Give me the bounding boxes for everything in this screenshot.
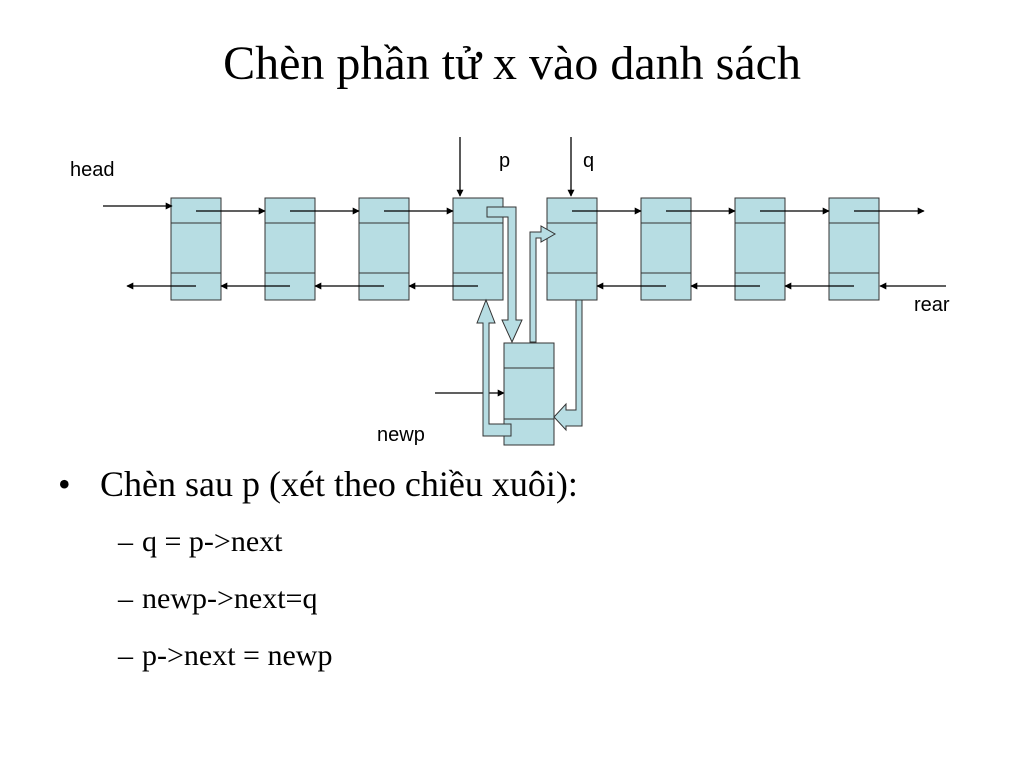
step-marker: – [118, 639, 133, 672]
list-node [640, 197, 692, 301]
new-node [503, 342, 555, 446]
p-label: p [499, 150, 510, 172]
head-label: head [70, 159, 115, 181]
linked-list-diagram: head rear p q newp [70, 137, 950, 446]
q-label: q [583, 150, 594, 172]
step-item: – q = p->next [58, 522, 578, 562]
bullet-main-text: Chèn sau p (xét theo chiều xuôi): [100, 464, 578, 504]
list-nodes [170, 197, 880, 301]
step-text: p->next = newp [142, 639, 333, 672]
step-text: q = p->next [142, 525, 283, 558]
bullet-main: • Chèn sau p (xét theo chiều xuôi): [58, 460, 578, 508]
list-node [170, 197, 222, 301]
newp-prev-to-p-arrow [476, 298, 512, 437]
step-text: newp->next=q [142, 582, 318, 615]
step-marker: – [118, 525, 133, 558]
step-item: – p->next = newp [58, 636, 578, 676]
list-node [358, 197, 410, 301]
newp-next-to-q-arrow [529, 225, 557, 343]
list-node [546, 197, 598, 301]
list-links [126, 207, 925, 290]
bullet-list: • Chèn sau p (xét theo chiều xuôi): – q … [58, 460, 578, 693]
list-node [264, 197, 316, 301]
step-item: – newp->next=q [58, 579, 578, 619]
p-next-to-newp-arrow [486, 206, 523, 344]
newp-label: newp [377, 424, 425, 446]
list-node [734, 197, 786, 301]
list-node [828, 197, 880, 301]
bullet-marker: • [58, 464, 71, 504]
rear-label: rear [914, 294, 950, 316]
step-marker: – [118, 582, 133, 615]
q-prev-to-newp-arrow [553, 299, 583, 432]
slide-title: Chèn phần tử x vào danh sách [223, 37, 801, 90]
step-list: – q = p->next – newp->next=q – p->next =… [58, 522, 578, 676]
